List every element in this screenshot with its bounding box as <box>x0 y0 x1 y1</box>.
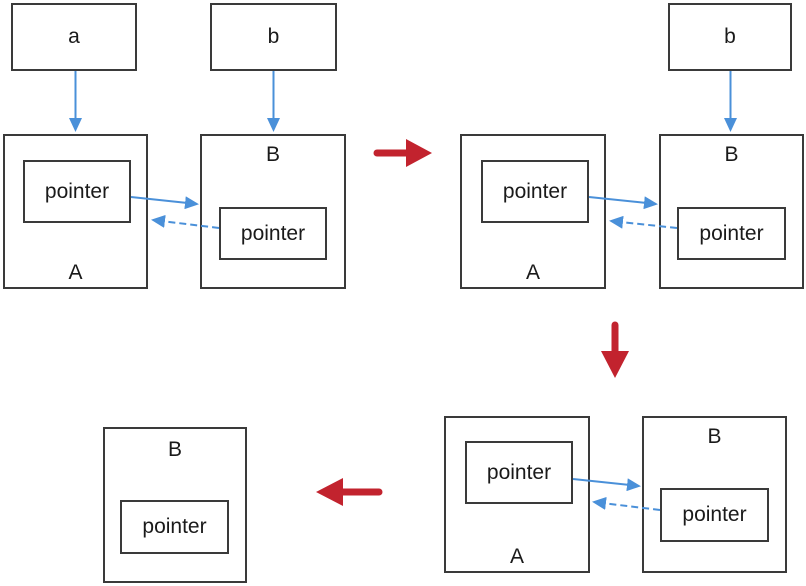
object-a-pointer-box: pointer <box>23 160 131 223</box>
pointer-label: pointer <box>502 179 568 203</box>
step-arrow-left-icon <box>316 478 383 506</box>
object-b-pointer-box: pointer <box>219 207 327 260</box>
var-b-box: b <box>210 3 337 71</box>
object-b-label: B <box>167 438 182 461</box>
object-b-box: B pointer <box>642 416 787 573</box>
object-b-label: B <box>707 425 722 448</box>
object-a-box: pointer A <box>444 416 590 573</box>
object-b-box: B pointer <box>200 134 346 289</box>
var-b-label: b <box>724 25 736 49</box>
object-a-label: A <box>68 260 83 284</box>
object-a-box: pointer A <box>460 134 606 289</box>
object-a-label: A <box>525 260 540 284</box>
object-a-pointer-box: pointer <box>481 160 589 223</box>
pointer-label: pointer <box>699 221 764 245</box>
object-a-label: A <box>509 544 524 568</box>
object-a-pointer-box: pointer <box>465 441 573 504</box>
object-b-pointer-box: pointer <box>660 488 769 542</box>
pointer-label: pointer <box>240 221 306 245</box>
step-arrow-down-icon <box>601 321 629 378</box>
var-a-label: a <box>68 25 80 49</box>
pointer-label: pointer <box>486 460 552 484</box>
object-b-pointer-box: pointer <box>677 207 786 260</box>
object-a-box: pointer A <box>3 134 148 289</box>
pointer-label: pointer <box>142 515 207 539</box>
object-b-box: B pointer <box>103 427 247 583</box>
object-b-label: B <box>724 143 739 166</box>
pointer-label: pointer <box>682 503 747 527</box>
var-a-box: a <box>11 3 137 71</box>
object-b-box: B pointer <box>659 134 804 289</box>
var-b-box: b <box>668 3 792 71</box>
pointer-label: pointer <box>44 179 110 203</box>
step-arrow-right-icon <box>373 139 432 167</box>
object-b-pointer-box: pointer <box>120 500 229 554</box>
object-b-label: B <box>265 143 280 166</box>
var-b-label: b <box>267 25 280 49</box>
